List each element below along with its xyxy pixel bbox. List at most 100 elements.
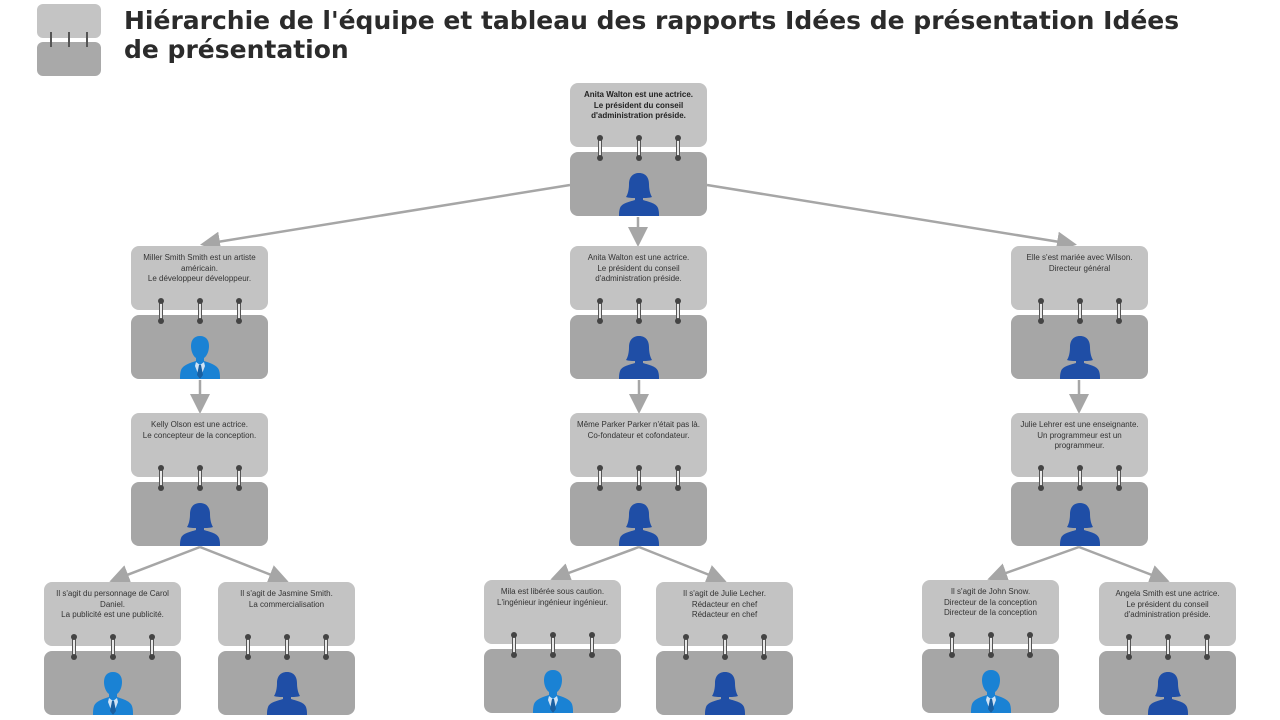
female-person-icon xyxy=(266,670,308,715)
org-card-l2[interactable]: Kelly Olson est une actrice.Le concepteu… xyxy=(131,413,268,546)
binder-ring-icon xyxy=(1165,634,1171,660)
card-text-line: Miller Smith Smith est un artiste améric… xyxy=(143,253,256,273)
binder-ring-icon xyxy=(683,634,689,660)
binder-ring-icon xyxy=(597,298,603,324)
org-card-l3a[interactable]: Il s'agit du personnage de Carol Daniel.… xyxy=(44,582,181,715)
org-card-l1[interactable]: Miller Smith Smith est un artiste améric… xyxy=(131,246,268,379)
female-person-icon xyxy=(618,171,660,216)
card-description: Il s'agit de Julie Lecher.Rédacteur en c… xyxy=(660,589,789,621)
card-text-line: Le développeur développeur. xyxy=(147,274,252,284)
card-description: Miller Smith Smith est un artiste améric… xyxy=(135,253,264,285)
connector-arrow xyxy=(638,545,727,584)
binder-ring-icon xyxy=(1077,465,1083,491)
binder-ring-icon xyxy=(323,634,329,660)
card-description: Il s'agit du personnage de Carol Daniel.… xyxy=(48,589,177,621)
male-person-icon xyxy=(92,670,134,715)
org-card-l3b[interactable]: Il s'agit de Jasmine Smith.La commercial… xyxy=(218,582,355,715)
binder-ring-icon xyxy=(149,634,155,660)
card-text-line: L'ingénieur ingénieur ingénieur. xyxy=(497,597,608,607)
binder-ring-icon xyxy=(675,298,681,324)
card-description: Julie Lehrer est une enseignante.Un prog… xyxy=(1015,420,1144,452)
card-text-line: Co-fondateur et cofondateur. xyxy=(587,430,690,440)
card-text-line: Kelly Olson est une actrice. xyxy=(151,420,248,429)
card-text-line: Anita Walton est une actrice. xyxy=(583,90,694,99)
binder-ring-icon xyxy=(197,298,203,324)
org-card-r2[interactable]: Julie Lehrer est une enseignante.Un prog… xyxy=(1011,413,1148,546)
org-card-c2[interactable]: Même Parker Parker n'était pas là.Co-fon… xyxy=(570,413,707,546)
card-description: Angela Smith est une actrice.Le présiden… xyxy=(1103,589,1232,621)
binder-ring-icon xyxy=(71,634,77,660)
card-text-line: Julie Lehrer est une enseignante. xyxy=(1020,420,1139,429)
card-description: Il s'agit de John Snow.Directeur de la c… xyxy=(926,587,1055,619)
binder-ring-icon xyxy=(236,465,242,491)
card-description: Anita Walton est une actrice.Le présiden… xyxy=(574,90,703,122)
card-text-line: Rédacteur en chef xyxy=(691,599,758,609)
card-label-panel: Anita Walton est une actrice.Le présiden… xyxy=(570,246,707,310)
binder-ring-icon xyxy=(197,465,203,491)
card-text-line: Il s'agit de Jasmine Smith. xyxy=(240,589,333,598)
org-card-r1[interactable]: Elle s'est mariée avec Wilson.Directeur … xyxy=(1011,246,1148,379)
female-person-icon xyxy=(704,670,746,715)
binder-ring-icon xyxy=(284,634,290,660)
card-text-line: Le président du conseil d'administration… xyxy=(591,100,686,121)
card-text-line: Anita Walton est une actrice. xyxy=(587,253,690,262)
page-title: Hiérarchie de l'équipe et tableau des ra… xyxy=(124,6,1180,64)
org-card-r3b[interactable]: Angela Smith est une actrice.Le présiden… xyxy=(1099,582,1236,715)
female-person-icon xyxy=(618,334,660,379)
connector-arrow xyxy=(987,545,1080,583)
card-text-line: Elle s'est mariée avec Wilson. xyxy=(1026,253,1133,262)
binder-ring-icon xyxy=(988,632,994,658)
card-text-line: Mila est libérée sous caution. xyxy=(500,587,605,596)
binder-ring-icon xyxy=(110,634,116,660)
binder-ring-icon xyxy=(722,634,728,660)
connector-arrow xyxy=(706,183,1077,252)
org-card-c1[interactable]: Anita Walton est une actrice.Le présiden… xyxy=(570,246,707,379)
female-person-icon xyxy=(618,501,660,546)
card-text-line: Directeur de la conception xyxy=(944,608,1037,618)
binder-ring-icon xyxy=(949,632,955,658)
binder-ring-icon xyxy=(245,634,251,660)
card-text-line: La commercialisation xyxy=(248,599,325,609)
binder-ring-icon xyxy=(1116,465,1122,491)
org-card-c3b[interactable]: Il s'agit de Julie Lecher.Rédacteur en c… xyxy=(656,582,793,715)
card-description: Kelly Olson est une actrice.Le concepteu… xyxy=(135,420,264,441)
org-card-r3a[interactable]: Il s'agit de John Snow.Directeur de la c… xyxy=(922,580,1059,713)
card-text-line: Un programmeur est un programmeur. xyxy=(1037,430,1122,451)
binder-ring-icon xyxy=(1038,298,1044,324)
binder-ring-icon xyxy=(511,632,517,658)
card-description: Anita Walton est une actrice.Le présiden… xyxy=(574,253,703,285)
org-card-root[interactable]: Anita Walton est une actrice.Le présiden… xyxy=(570,83,707,216)
male-person-icon xyxy=(970,668,1012,713)
binder-ring-icon xyxy=(761,634,767,660)
card-text-line: Même Parker Parker n'était pas là. xyxy=(577,420,700,429)
card-text-line: Il s'agit de Julie Lecher. xyxy=(683,589,766,598)
binder-ring-icon xyxy=(675,135,681,161)
card-text-line: La publicité est une publicité. xyxy=(61,610,164,620)
card-text-line: Directeur de la conception xyxy=(944,597,1037,607)
notebook-logo-icon xyxy=(37,4,101,76)
binder-ring-icon xyxy=(589,632,595,658)
binder-ring-icon xyxy=(1126,634,1132,660)
binder-ring-icon xyxy=(1204,634,1210,660)
binder-ring-icon xyxy=(550,632,556,658)
binder-ring-icon xyxy=(597,135,603,161)
connector-arrow xyxy=(1078,545,1170,584)
binder-ring-icon xyxy=(158,465,164,491)
connector-arrow xyxy=(109,545,201,584)
binder-ring-icon xyxy=(158,298,164,324)
card-text-line: Angela Smith est une actrice. xyxy=(1115,589,1220,598)
card-description: Même Parker Parker n'était pas là.Co-fon… xyxy=(574,420,703,441)
card-text-line: Rédacteur en chef xyxy=(691,610,758,620)
binder-ring-icon xyxy=(1116,298,1122,324)
binder-ring-icon xyxy=(1027,632,1033,658)
org-card-c3a[interactable]: Mila est libérée sous caution.L'ingénieu… xyxy=(484,580,621,713)
female-person-icon xyxy=(1147,670,1189,715)
card-text-line: Il s'agit du personnage de Carol Daniel. xyxy=(56,589,169,609)
connector-arrow xyxy=(200,183,571,252)
connector-arrow xyxy=(199,545,289,584)
binder-ring-icon xyxy=(236,298,242,324)
female-person-icon xyxy=(179,501,221,546)
binder-ring-icon xyxy=(675,465,681,491)
binder-ring-icon xyxy=(636,298,642,324)
card-text-line: Le président du conseil d'administration… xyxy=(595,263,682,284)
